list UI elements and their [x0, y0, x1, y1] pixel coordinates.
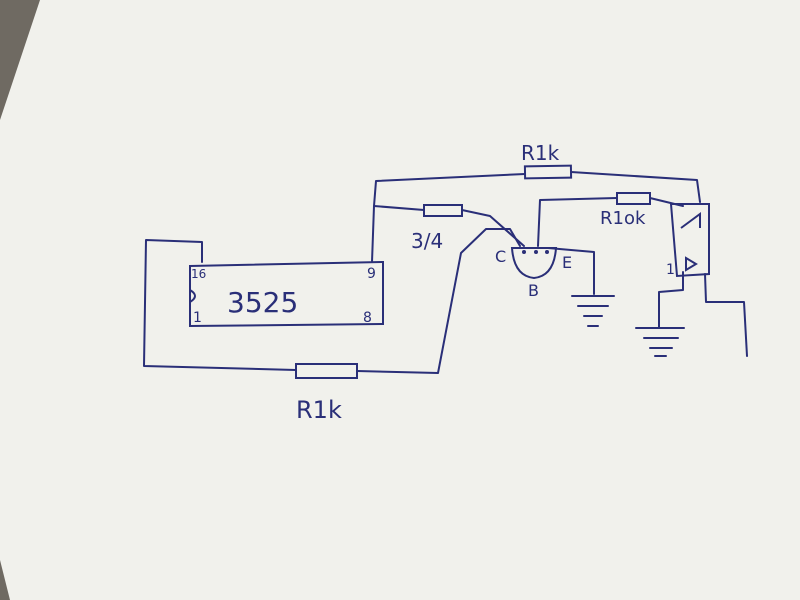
wire-opto-ground	[658, 271, 684, 329]
diode-label: 3/4	[411, 229, 443, 253]
ic-3525-label: 3525	[227, 286, 298, 319]
optocoupler-body	[669, 203, 710, 278]
wire-bottom-right	[356, 228, 521, 374]
ic-pin-9: 9	[367, 266, 376, 282]
resistor-bottom	[295, 363, 358, 379]
wire-pin16-loop	[143, 239, 297, 371]
resistor-feedback-label: R1ok	[600, 208, 646, 229]
transistor-pin-dot	[522, 250, 526, 254]
ground-symbol-transistor	[571, 295, 615, 327]
resistor-bottom-label: R1k	[296, 396, 342, 424]
wire-top-rail	[373, 173, 526, 207]
transistor-pin-dot	[545, 250, 549, 254]
wire-emitter-ground	[547, 247, 595, 295]
wire-diode-to-transistor	[461, 209, 525, 247]
diode-body	[423, 204, 463, 217]
wire-opto-output	[704, 273, 748, 357]
optocoupler-pin-label: 1	[666, 262, 675, 278]
ground-symbol-optocoupler	[635, 327, 685, 357]
ic-notch	[189, 289, 196, 303]
ic-pin-16: 16	[191, 267, 206, 281]
optocoupler-led-symbol	[680, 212, 701, 272]
wire-top-rail-right	[570, 171, 701, 203]
transistor-pin-dot	[534, 250, 538, 254]
transistor-base-label: B	[528, 281, 539, 300]
ic-3525-body	[189, 260, 384, 328]
resistor-top	[523, 164, 573, 180]
ic-pin-8: 8	[363, 310, 372, 326]
resistor-top-label: R1k	[521, 141, 560, 165]
wire-transistor-to-r1ok	[537, 197, 618, 247]
transistor-body	[510, 247, 558, 280]
resistor-feedback	[616, 192, 651, 205]
transistor-emitter-label: E	[562, 253, 572, 272]
ic-pin-1: 1	[193, 310, 202, 326]
transistor-collector-label: C	[495, 247, 506, 266]
